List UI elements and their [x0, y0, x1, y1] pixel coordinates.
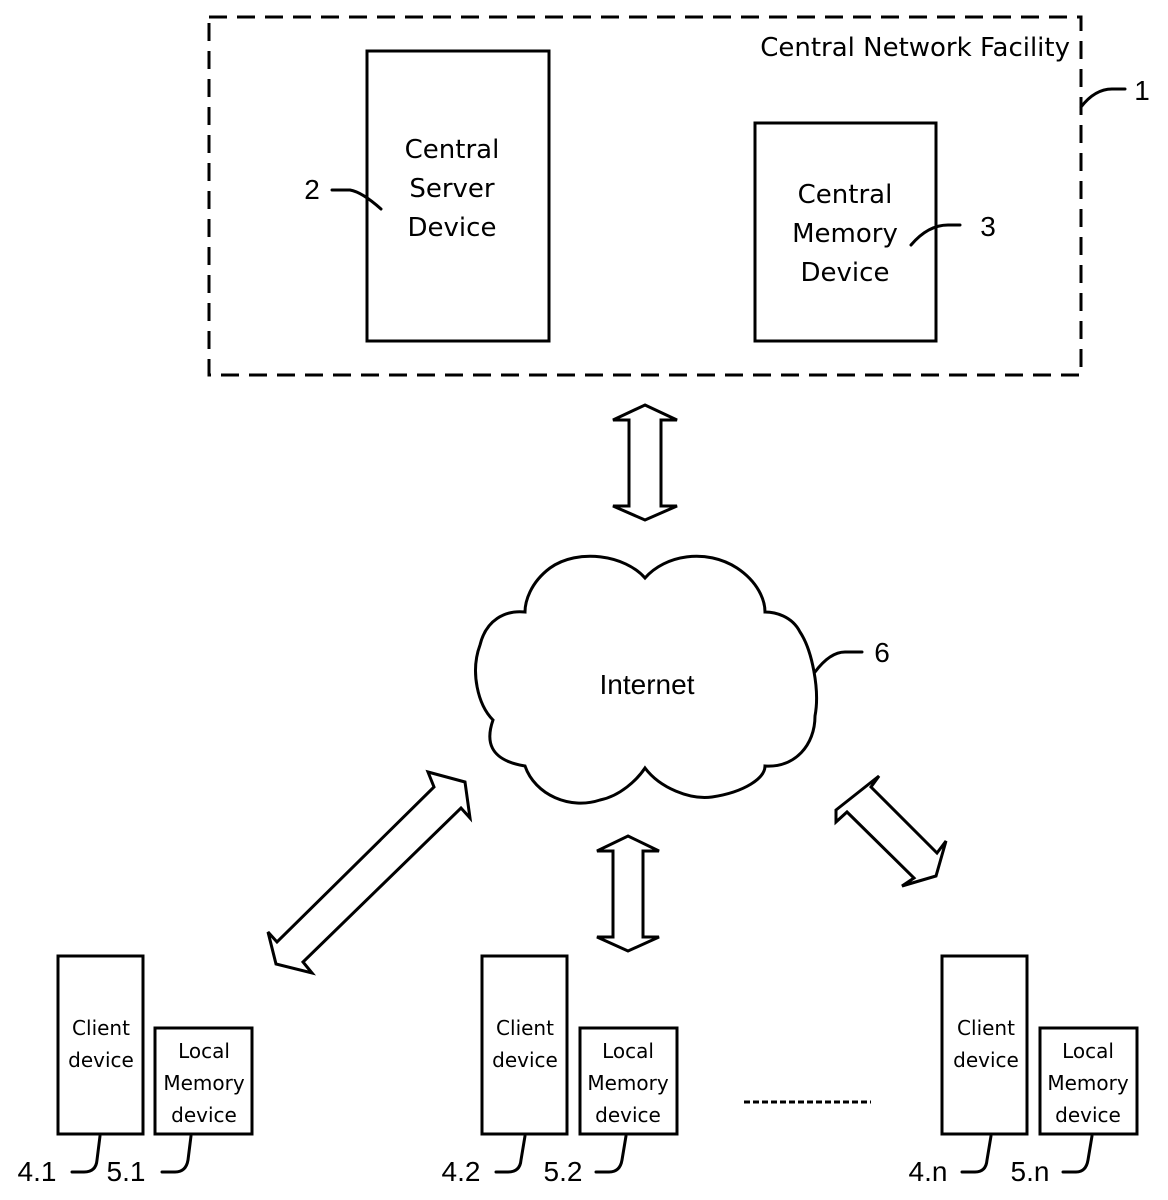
- client-device-4-1: [58, 956, 143, 1134]
- client-device-4-n-line-1: Client: [957, 1016, 1015, 1040]
- double-arrow-internet-client-1: [268, 772, 470, 973]
- client-device-4-n-line-2: device: [953, 1048, 1019, 1072]
- local-memory-5-2-line-1: Local: [602, 1039, 654, 1063]
- central-server-line-3: Device: [408, 213, 497, 243]
- ref-number-4-2: 4.2: [442, 1156, 481, 1187]
- ref-leader-6: [815, 652, 862, 672]
- client-group-2: Client device Local Memory device 4.2 5.…: [442, 956, 677, 1187]
- ref-number-5-n: 5.n: [1011, 1156, 1050, 1187]
- client-device-4-2-line-1: Client: [496, 1016, 554, 1040]
- ref-leader-4-1: [72, 1136, 100, 1172]
- ref-number-5-2: 5.2: [544, 1156, 583, 1187]
- local-memory-5-n-line-3: device: [1055, 1103, 1121, 1127]
- central-memory-line-2: Memory: [792, 219, 898, 249]
- ref-number-2: 2: [304, 174, 320, 205]
- local-memory-5-2-line-3: device: [595, 1103, 661, 1127]
- central-memory-device: Central Memory Device: [755, 123, 936, 341]
- central-memory-line-3: Device: [801, 258, 890, 288]
- central-server-line-1: Central: [405, 135, 500, 165]
- double-arrow-internet-client-2: [597, 836, 659, 951]
- ref-number-6: 6: [874, 637, 890, 668]
- internet-label: Internet: [600, 669, 695, 700]
- local-memory-5-1-line-2: Memory: [163, 1071, 245, 1095]
- ref-number-4-n: 4.n: [909, 1156, 948, 1187]
- ref-number-1: 1: [1134, 75, 1150, 106]
- client-group-1: Client device Local Memory device 4.1 5.…: [18, 956, 252, 1187]
- ref-leader-5-1: [162, 1136, 191, 1172]
- client-device-4-2: [482, 956, 567, 1134]
- central-network-facility-title: Central Network Facility: [760, 33, 1070, 63]
- client-device-4-1-line-2: device: [68, 1048, 134, 1072]
- ref-leader-4-n: [962, 1136, 991, 1172]
- ref-number-5-1: 5.1: [107, 1156, 146, 1187]
- ref-leader-5-2: [596, 1136, 626, 1172]
- ref-leader-5-n: [1063, 1136, 1092, 1172]
- client-device-4-n: [942, 956, 1027, 1134]
- client-group-n: Client device Local Memory device 4.n 5.…: [909, 956, 1137, 1187]
- client-device-4-1-line-1: Client: [72, 1016, 130, 1040]
- ref-leader-4-2: [496, 1136, 525, 1172]
- local-memory-5-1-line-1: Local: [178, 1039, 230, 1063]
- local-memory-5-2-line-2: Memory: [587, 1071, 669, 1095]
- local-memory-5-1-line-3: device: [171, 1103, 237, 1127]
- double-arrow-facility-internet: [613, 405, 677, 520]
- central-server-device: Central Server Device: [367, 51, 549, 341]
- ref-number-4-1: 4.1: [18, 1156, 57, 1187]
- central-network-facility-boundary: [209, 17, 1081, 375]
- ref-leader-1: [1081, 89, 1125, 107]
- double-arrow-internet-client-n: [836, 776, 946, 886]
- central-server-line-2: Server: [409, 174, 495, 204]
- central-memory-line-1: Central: [798, 180, 893, 210]
- client-device-4-2-line-2: device: [492, 1048, 558, 1072]
- ref-number-3: 3: [980, 211, 996, 242]
- local-memory-5-n-line-1: Local: [1062, 1039, 1114, 1063]
- local-memory-5-n-line-2: Memory: [1047, 1071, 1129, 1095]
